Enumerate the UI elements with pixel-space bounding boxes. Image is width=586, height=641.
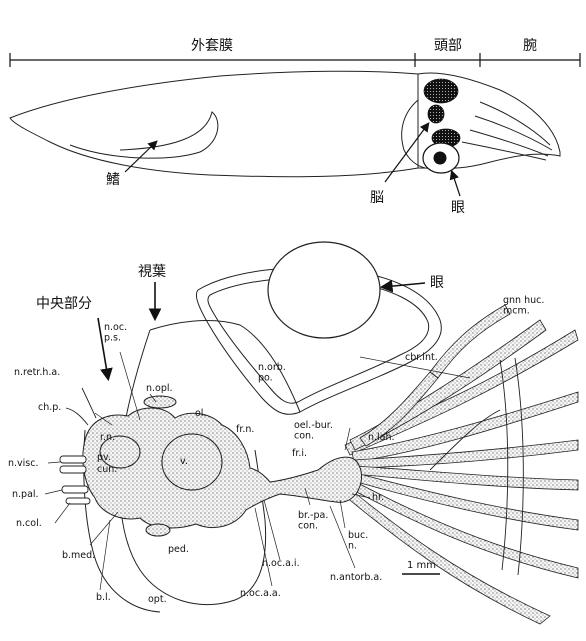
label-b-med: b.med.: [62, 550, 95, 561]
label-br-pa-con: br.-pa.con.: [298, 510, 328, 531]
label-n-retr-h-a: n.retr.h.a.: [14, 367, 60, 378]
label-n-oc-a-i: n.oc.a.i.: [262, 558, 300, 569]
leader-lines: [44, 351, 471, 591]
mantle-label: 外套膜: [191, 38, 233, 54]
label-opt: opt.: [148, 594, 167, 605]
interbrachial-ring: [429, 357, 524, 576]
head-label: 頭部: [434, 38, 462, 54]
label-n-visc: n.visc.: [8, 458, 39, 469]
label-gnn-huc-mcm: gnn huc.mcm.: [503, 295, 544, 316]
label-n-antorb-a: n.antorb.a.: [330, 572, 382, 583]
label-buc-n: buc.n.: [348, 530, 368, 551]
label-ol: ol.: [195, 408, 206, 419]
label-n-orb-po: n.orb.po.: [258, 362, 286, 383]
label-n-oc-ps: n.oc.p.s.: [104, 322, 127, 343]
central-part-arrow: [97, 317, 113, 382]
left-nerves: [59, 387, 97, 505]
label-r-n: r.n.: [100, 432, 115, 443]
label-n-pal: n.pal.: [12, 489, 39, 500]
label-ped: ped.: [168, 544, 189, 555]
label-fr-n: fr.n.: [236, 424, 254, 435]
label-cbr-int: cbr.int.: [405, 352, 438, 363]
eye-label-bottom: 眼: [430, 275, 444, 291]
eye-capsule: [83, 241, 442, 613]
label-b-l: b.l.: [96, 592, 111, 603]
label-pv: pv.: [97, 452, 111, 463]
optic-lobe-label: 視葉: [138, 264, 166, 280]
squid-outline: [9, 70, 561, 178]
eye-top: [422, 142, 460, 174]
arm-label: 腕: [523, 38, 537, 54]
label-n-oc-a-a: n.oc.a.a.: [240, 588, 281, 599]
top-figure: 外套膜 頭部 腕 鰭 脳 眼: [9, 38, 581, 216]
scale-bar-label: 1 mm: [407, 560, 436, 571]
fin-arrow: [124, 140, 158, 173]
brain-blobs: [423, 78, 461, 148]
section-brackets: [9, 53, 581, 67]
label-n-opl: n.opl.: [146, 383, 173, 394]
fin-label: 鰭: [106, 172, 120, 188]
label-cun: cun.: [97, 464, 117, 475]
label-oel-bur-con: oel.-bur.con.: [294, 420, 333, 441]
label-n-col: n.col.: [16, 518, 42, 529]
label-ch-p: ch.p.: [38, 402, 61, 413]
bottom-figure: 1 mm 視葉 中央部分 眼 n.oc.p.s. n.opl. n.orb.po…: [8, 241, 579, 625]
eye-label-top: 眼: [451, 200, 465, 216]
brain-label: 脳: [370, 190, 384, 206]
brain-mass: [82, 395, 363, 537]
label-fr-i: fr.i.: [292, 448, 307, 459]
eye-arrow-top: [449, 169, 461, 197]
label-hr: hr.: [372, 492, 384, 503]
central-part-label: 中央部分: [36, 296, 92, 312]
label-v: v.: [180, 456, 188, 467]
label-n-lah: n.lah.: [368, 432, 395, 443]
eye-arrow-bottom: [379, 279, 426, 293]
brain-arrow: [384, 122, 430, 183]
